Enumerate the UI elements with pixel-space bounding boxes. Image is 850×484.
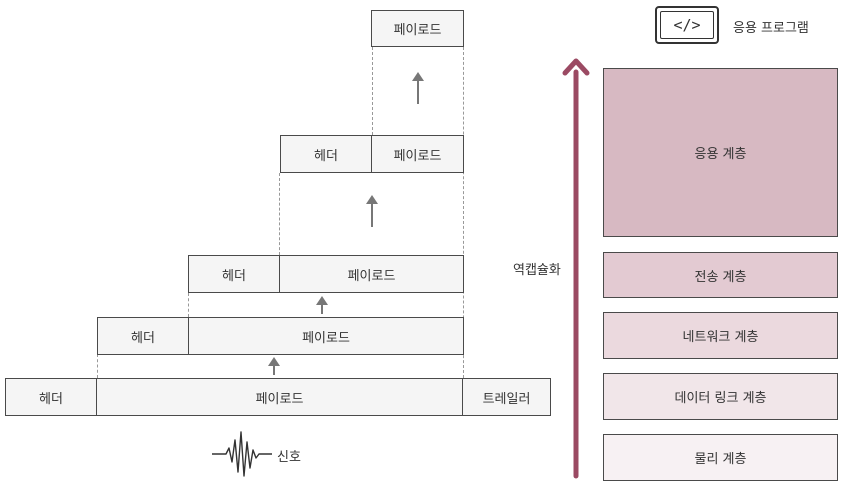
trailer-box: 트레일러: [463, 378, 551, 416]
header-box: 헤더: [188, 255, 280, 293]
layer-network: 네트워크 계층: [603, 312, 838, 359]
decapsulation-label: 역캡슐화: [513, 263, 561, 278]
header-box: 헤더: [280, 135, 372, 173]
up-arrow-icon: [412, 72, 424, 104]
code-glyph: </>: [660, 11, 714, 39]
payload-box: 페이로드: [372, 135, 464, 173]
application-label: 응용 프로그램: [733, 21, 809, 36]
payload-box: 페이로드: [97, 378, 463, 416]
signal-label: 신호: [277, 450, 301, 465]
layer-application: 응용 계층: [603, 68, 838, 237]
payload-box: 페이로드: [189, 317, 464, 355]
guide-line: [372, 47, 373, 135]
payload-box: 페이로드: [371, 10, 464, 47]
guide-line: [279, 173, 280, 255]
up-arrow-icon: [366, 195, 378, 227]
code-window-icon: </>: [655, 6, 719, 44]
header-box: 헤더: [97, 317, 189, 355]
signal-wave-icon: [212, 431, 272, 477]
layer-physical: 물리 계층: [603, 434, 838, 481]
guide-line: [463, 47, 464, 378]
payload-box: 페이로드: [280, 255, 464, 293]
layer-transport: 전송 계층: [603, 252, 838, 298]
decapsulation-arrow: [562, 58, 590, 479]
up-arrow-icon: [316, 296, 328, 314]
guide-line: [97, 354, 98, 378]
layer-data-link: 데이터 링크 계층: [603, 373, 838, 420]
header-box: 헤더: [5, 378, 97, 416]
guide-line: [188, 293, 189, 317]
up-arrow-icon: [268, 357, 280, 375]
